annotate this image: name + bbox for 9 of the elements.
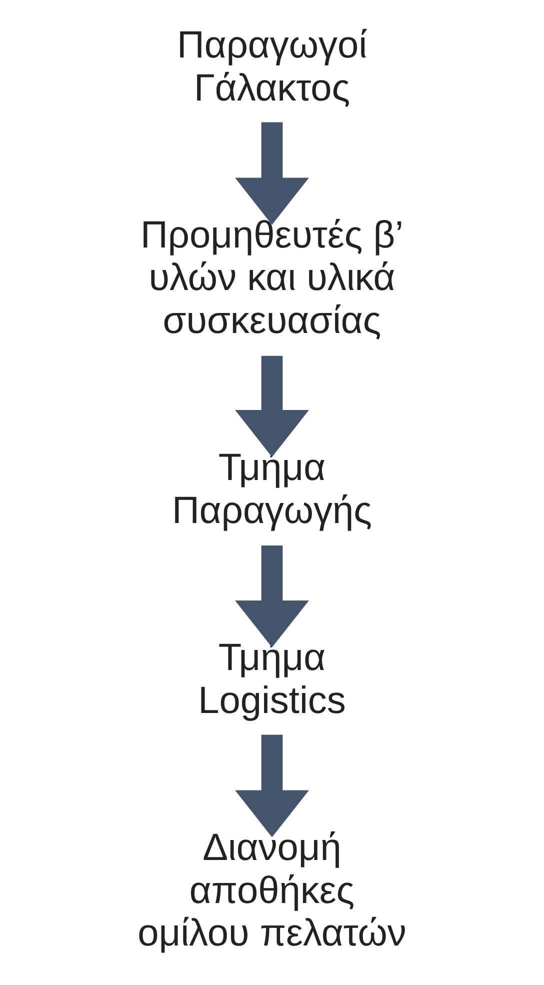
node-text: Διανομή αποθήκες ομίλου πελατών [138, 827, 406, 954]
node-text: Προμηθευτές β’ υλών και υλικά συσκευασίας [140, 214, 404, 342]
arrow [235, 356, 309, 457]
node-text: Τμήμα Παραγωγής [172, 447, 372, 532]
arrow [235, 734, 309, 838]
node-text: Τμήμα Logistics [198, 637, 346, 722]
arrow [235, 545, 309, 648]
arrow [235, 122, 309, 225]
node-text: Παραγωγοί Γάλακτος [176, 24, 368, 110]
